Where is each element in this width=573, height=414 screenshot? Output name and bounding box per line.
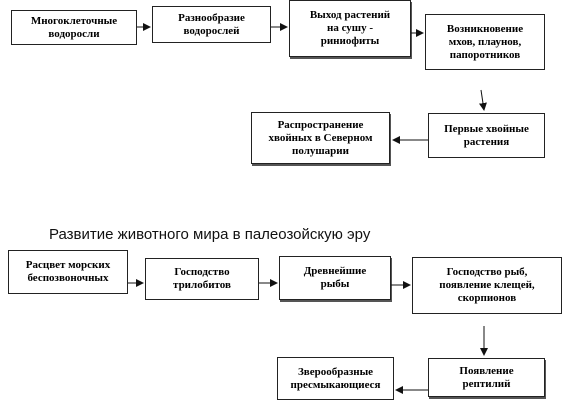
box-label: Господство рыб, появление клещей, скорпи…	[439, 266, 535, 304]
box-reptiles-appear: Появление рептилий	[428, 358, 545, 397]
box-marine-invertebrates: Расцвет морских беспозвоночных	[8, 250, 128, 294]
box-label: Древнейшие рыбы	[303, 265, 367, 290]
box-label: Многоклеточные водоросли	[30, 14, 118, 40]
box-label: Разнообразие водорослей	[178, 11, 245, 37]
box-ancient-fish: Древнейшие рыбы	[279, 256, 391, 300]
animals-heading: Развитие животного мира в палеозойскую э…	[49, 226, 371, 243]
box-plants-on-land: Выход растений на сушу - риниофиты	[289, 0, 411, 57]
box-beastlike-reptiles: Зверообразные пресмыкающиеся	[277, 357, 394, 400]
box-label: Возникновение мхов, плаунов, папоротнико…	[446, 22, 524, 61]
box-label: Первые хвойные растения	[444, 122, 529, 148]
box-trilobites: Господство трилобитов	[145, 258, 259, 300]
box-label: Зверообразные пресмыкающиеся	[290, 365, 381, 391]
box-fish-mites-scorpions: Господство рыб, появление клещей, скорпи…	[412, 257, 562, 314]
box-label: Распространение хвойных в Северном полуш…	[268, 118, 373, 157]
box-label: Расцвет морских беспозвоночных	[25, 259, 111, 284]
box-multicellular-algae: Многоклеточные водоросли	[11, 10, 137, 45]
box-algae-diversity: Разнообразие водорослей	[152, 6, 271, 43]
box-mosses-ferns: Возникновение мхов, плаунов, папоротнико…	[425, 14, 545, 70]
box-label: Появление рептилий	[459, 364, 514, 390]
box-first-conifers: Первые хвойные растения	[428, 113, 545, 158]
box-label: Господство трилобитов	[173, 266, 231, 291]
box-label: Выход растений на сушу - риниофиты	[309, 9, 391, 47]
arrow-p4-p5	[479, 89, 487, 111]
box-conifer-spread: Распространение хвойных в Северном полуш…	[251, 112, 390, 164]
